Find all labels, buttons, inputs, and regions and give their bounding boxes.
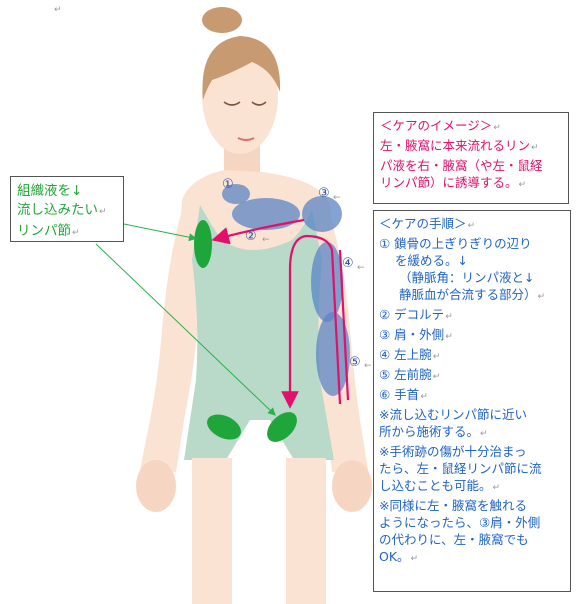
step-item: ⑤ 左前腕↵	[379, 367, 441, 382]
pointer-mark-1: ←	[239, 183, 247, 193]
zone-5-forearm	[316, 312, 350, 396]
care-image-line: リンパ節）に誘導する。↵	[380, 175, 527, 190]
note-line: ※同様に左・腋窩を触れる	[379, 498, 527, 513]
zone-2-decollete	[232, 198, 300, 230]
zone-1-venous-angle	[222, 184, 250, 204]
care-image-line: 左・腋窩に本来流れるリン↵	[380, 138, 539, 153]
note-line: 所から施術する。↵	[379, 424, 488, 439]
care-steps-box: ＜ケアの手順＞↵ ① 鎖骨の上ぎりぎりの辺り を緩める。↓ （静脈角：リンパ液と…	[373, 210, 571, 592]
pointer-mark-5: ←	[364, 361, 372, 371]
step-1-note: 静脈血が合流する部分）↵	[399, 287, 546, 302]
label-3: ③	[318, 186, 330, 201]
pointer-mark-2: ←	[262, 235, 270, 245]
note-line: ようになったら、③肩・外側	[379, 515, 541, 530]
care-image-title: ＜ケアのイメージ＞↵	[380, 118, 501, 133]
lymph-node-callout-box: 組織液を↓ 流し込みたい↵ リンパ節↵	[10, 176, 124, 242]
step-item: ⑥ 手首↵	[379, 387, 428, 402]
care-image-line: パ液を右・腋窩（や左・鼠経	[380, 158, 543, 173]
hair-bun	[202, 7, 242, 33]
corner-mark: ↵	[54, 5, 62, 15]
mouth	[237, 137, 255, 141]
note-line: たら、左・鼠経リンパ節に流	[379, 461, 542, 476]
pointer-to-groin	[95, 243, 276, 416]
right-eye	[251, 101, 267, 106]
flow-arrow-to-groin	[281, 234, 342, 409]
label-4: ④	[342, 256, 354, 271]
pointer-mark-4: ←	[357, 263, 365, 273]
right-arm	[140, 210, 200, 472]
step-item: ④ 左上腕↵	[379, 347, 441, 362]
note-line: ※流し込むリンパ節に近い	[379, 407, 527, 422]
step-item: ③ 肩・外側↵	[379, 327, 453, 342]
pointer-mark-3: ←	[333, 193, 341, 203]
hair	[202, 36, 281, 100]
left-hand	[332, 460, 372, 512]
flow-arrow-to-axilla	[211, 218, 305, 245]
note-line: OK。↵	[379, 549, 419, 564]
pointer-to-axilla	[123, 223, 197, 242]
zone-3-shoulder	[302, 196, 342, 232]
flow-arrow-arm	[338, 249, 350, 401]
note-line: し込むことも可能。↵	[379, 478, 501, 493]
step-1-line: ① 鎖骨の上ぎりぎりの辺り	[379, 236, 532, 251]
step-1-line: を緩める。↓	[395, 253, 468, 268]
label-1: ①	[222, 177, 234, 192]
zone-4-upper-arm	[311, 242, 343, 322]
note-line: ※手術跡の傷が十分治まっ	[379, 444, 527, 459]
lymph-node-right-groin	[207, 414, 241, 440]
label-5: ⑤	[349, 355, 361, 370]
label-2: ②	[245, 229, 257, 244]
lymph-node-right-axilla	[194, 220, 212, 268]
care-image-box: ＜ケアのイメージ＞↵ 左・腋窩に本来流れるリン↵ パ液を右・腋窩（や左・鼠経 リ…	[373, 112, 569, 204]
step-1-note: （静脈角：リンパ液と↓	[399, 270, 535, 285]
step-item: ② デコルテ↵	[379, 307, 453, 322]
right-hand	[136, 460, 176, 512]
note-line: の代わりに、左・腋窩でも	[379, 532, 529, 547]
callout-line: 流し込みたい↵	[17, 202, 107, 218]
callout-line: 組織液を↓	[17, 183, 83, 199]
right-leg	[192, 458, 232, 604]
callout-line: リンパ節↵	[17, 223, 80, 239]
steps-title: ＜ケアの手順＞↵	[379, 216, 476, 231]
left-eye	[223, 101, 241, 106]
lymph-node-left-groin	[267, 412, 297, 442]
left-leg	[286, 458, 326, 604]
